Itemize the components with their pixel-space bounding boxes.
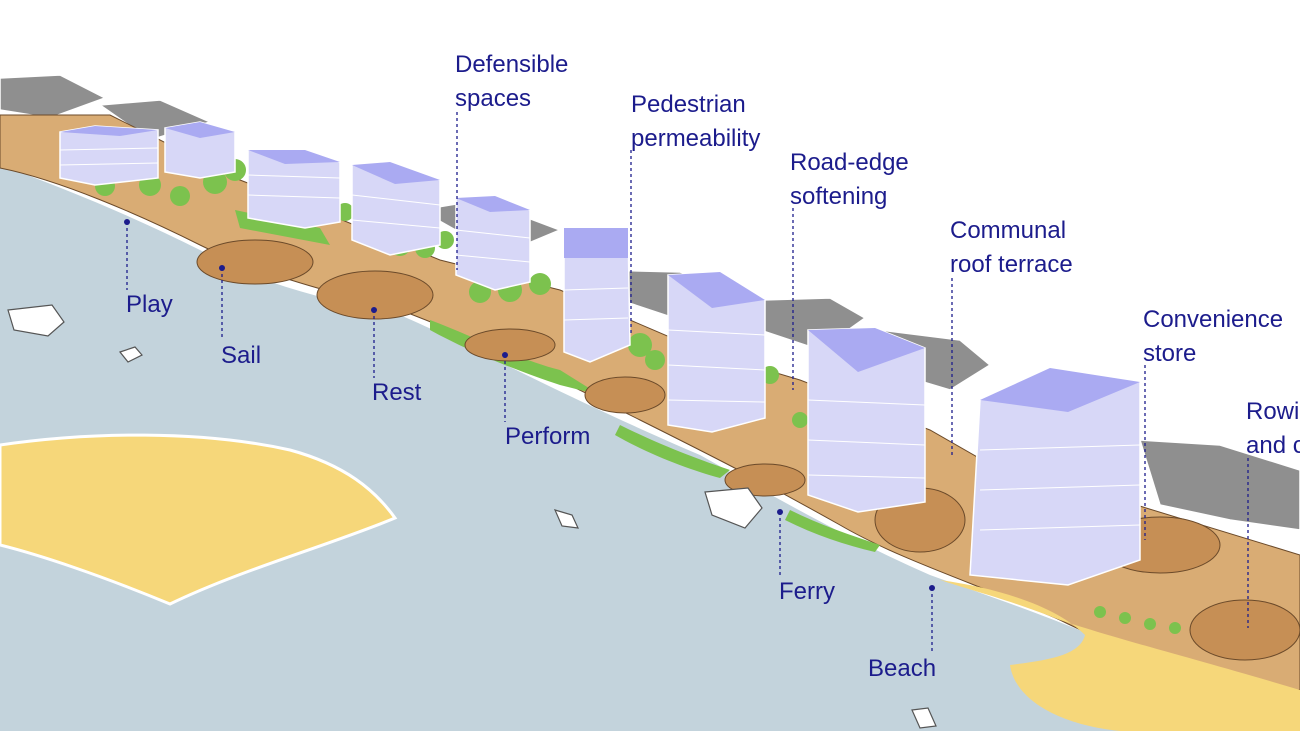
- label-perform: Perform: [505, 423, 591, 450]
- label-road-edge-softening: Road-edge softening: [790, 149, 909, 210]
- building-floor-lines: [59, 147, 1141, 531]
- boats: [7, 304, 937, 729]
- label-pedestrian-permeability: Pedestrian permeability: [631, 91, 761, 152]
- leader-lines: [126, 112, 1249, 652]
- plazas: [196, 239, 1300, 661]
- label-play: Play: [126, 291, 173, 318]
- label-defensible-spaces: Defensible spaces: [455, 51, 569, 112]
- beach-sand: [940, 580, 1300, 731]
- label-ferry: Ferry: [779, 578, 835, 605]
- label-sail: Sail: [221, 342, 262, 369]
- leader-dots: [124, 219, 935, 591]
- label-rowing: Rowi and c: [1246, 398, 1300, 459]
- buildings: [59, 121, 1141, 586]
- building-roofs: [60, 122, 1140, 412]
- label-beach: Beach: [868, 655, 937, 682]
- label-convenience-store: Convenience store: [1143, 306, 1284, 367]
- label-communal-roof-terrace: Communal roof terrace: [950, 217, 1073, 278]
- label-rest: Rest: [372, 379, 422, 406]
- sandbank: [0, 433, 398, 606]
